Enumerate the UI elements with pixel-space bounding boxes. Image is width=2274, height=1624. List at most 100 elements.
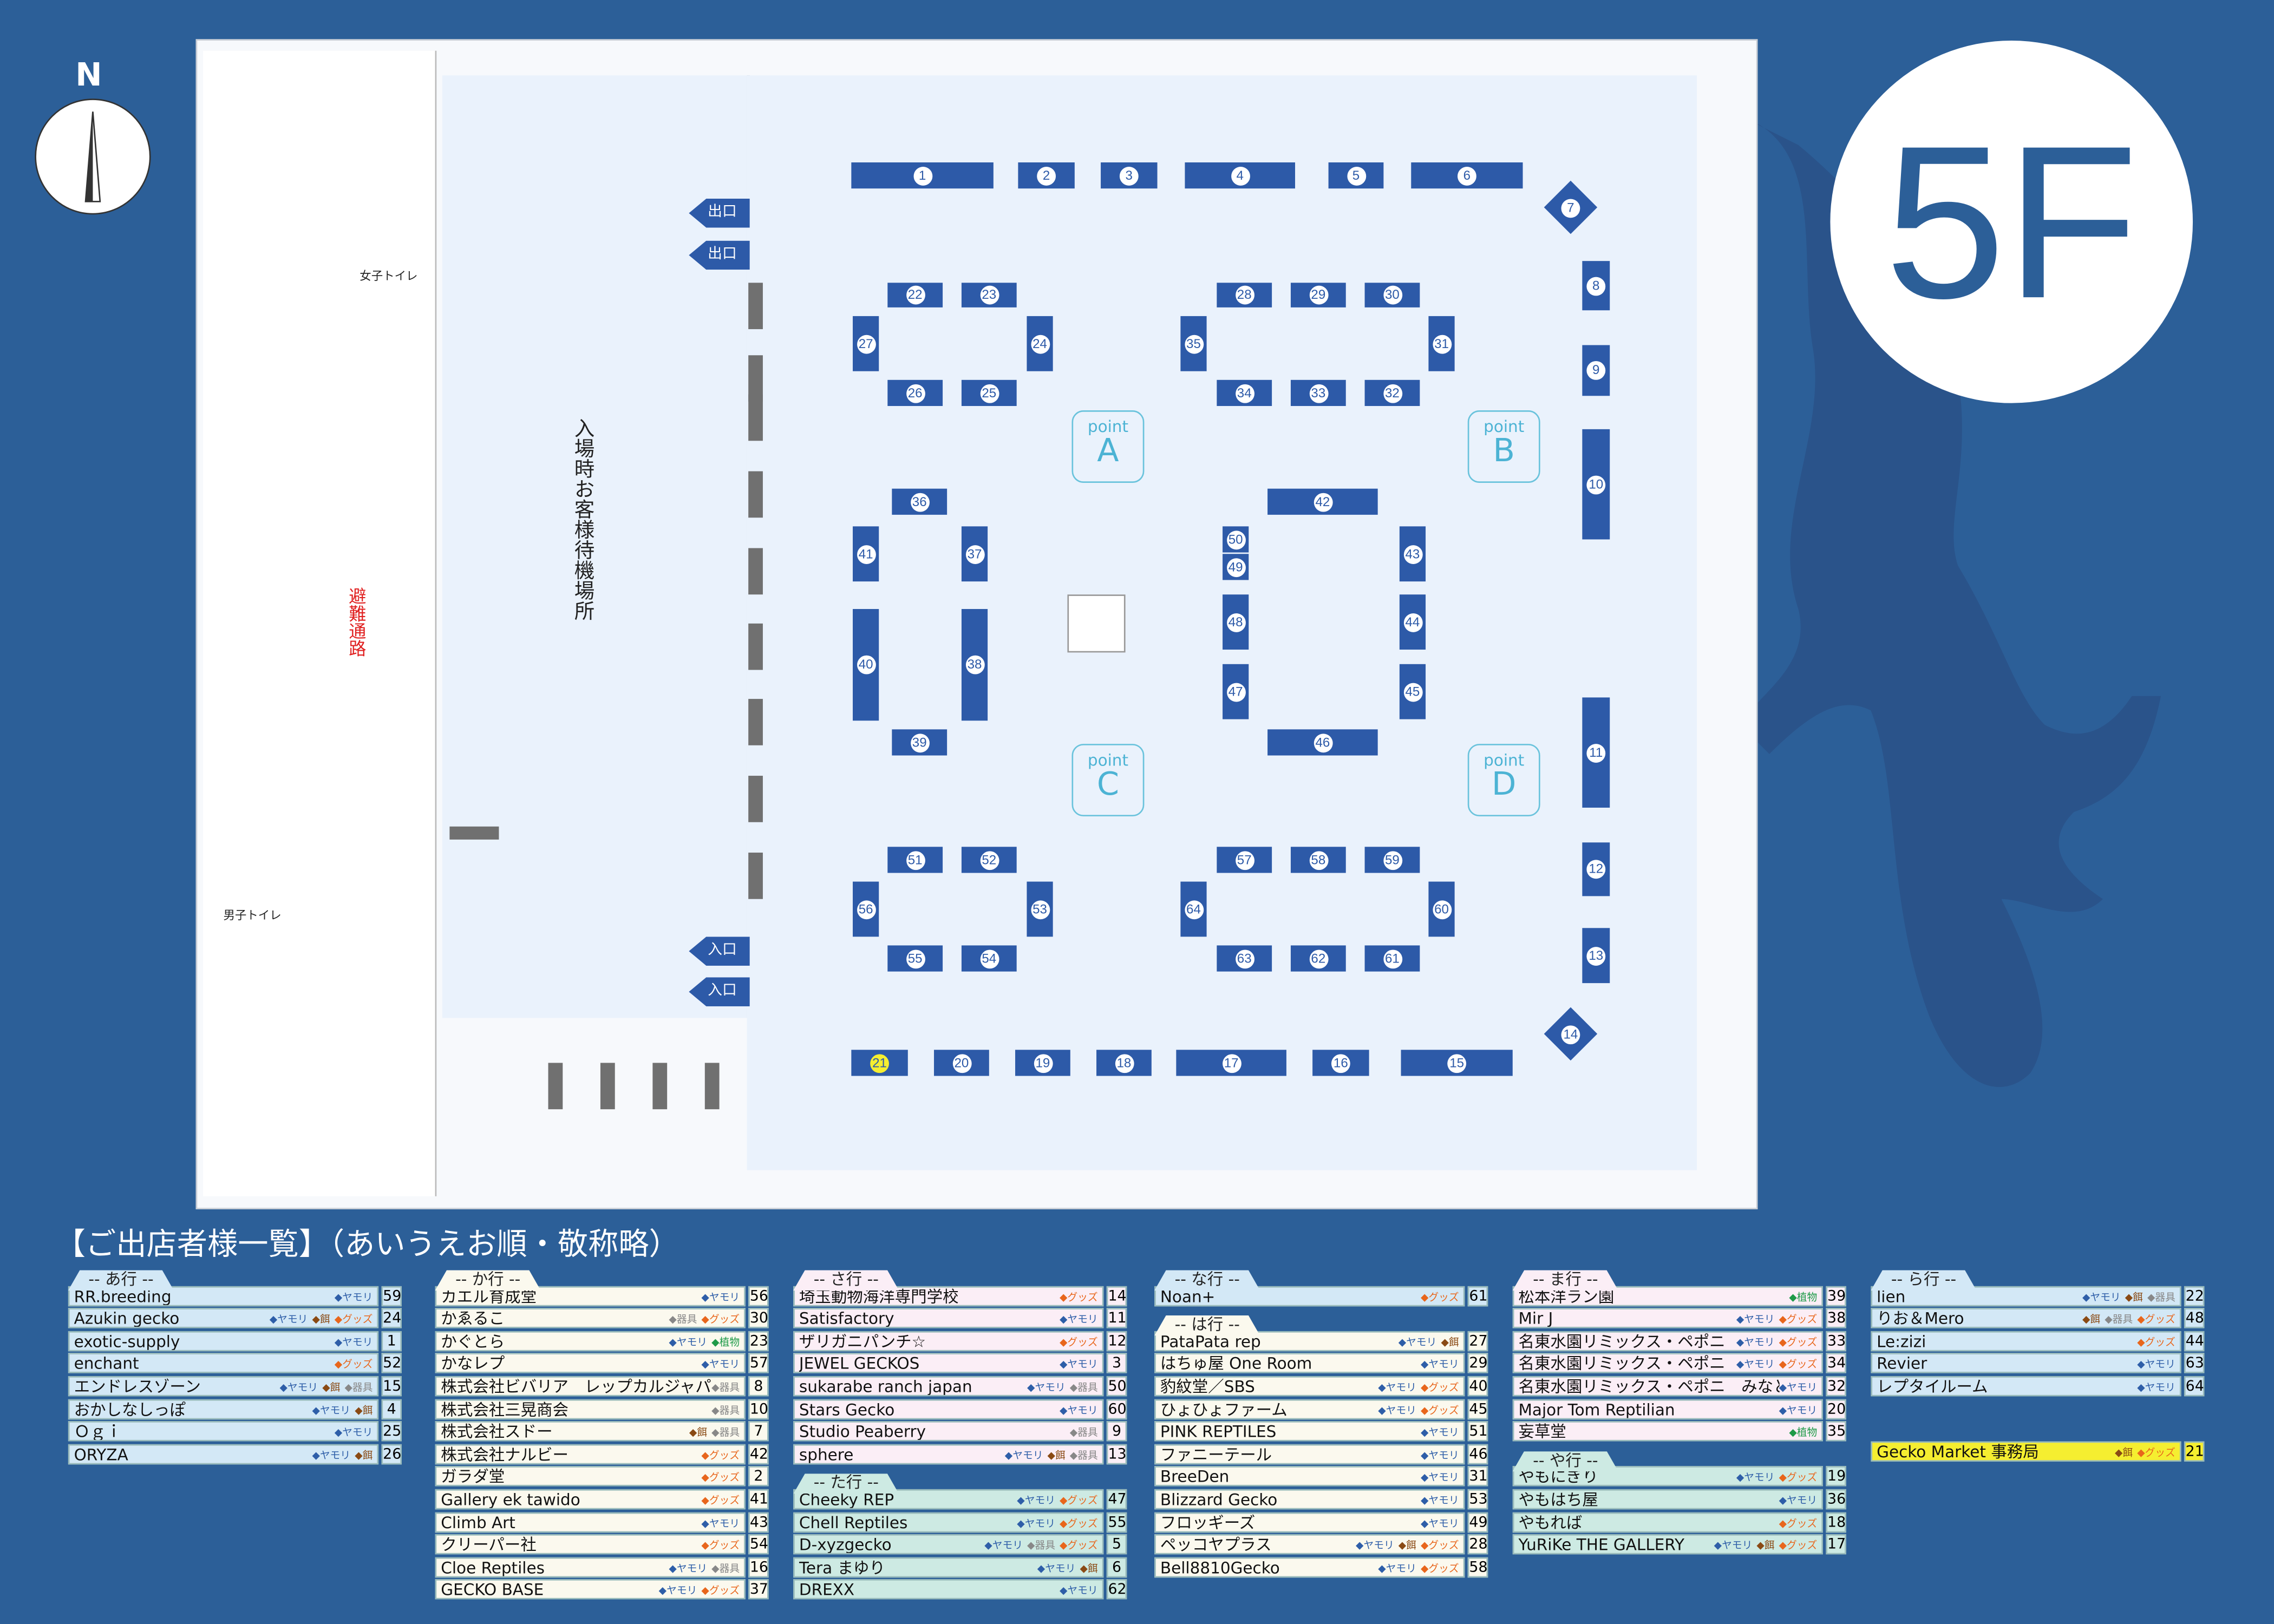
booth-31[interactable]: 31 <box>1428 316 1455 371</box>
booth-10[interactable]: 10 <box>1582 429 1610 540</box>
booth-16[interactable]: 16 <box>1312 1050 1369 1076</box>
booth-9[interactable]: 9 <box>1582 345 1610 396</box>
booth-8[interactable]: 8 <box>1582 261 1610 311</box>
booth-62[interactable]: 62 <box>1290 945 1346 972</box>
booth-52[interactable]: 52 <box>961 847 1017 873</box>
booth-56[interactable]: 56 <box>853 881 879 937</box>
booth-46[interactable]: 46 <box>1267 729 1378 756</box>
booth-51[interactable]: 51 <box>887 847 943 873</box>
booth-42[interactable]: 42 <box>1267 488 1378 515</box>
booth-45[interactable]: 45 <box>1399 664 1426 719</box>
booth-43[interactable]: 43 <box>1399 526 1426 582</box>
booth-20[interactable]: 20 <box>934 1050 989 1076</box>
booth-15[interactable]: 15 <box>1401 1050 1513 1076</box>
booth-30[interactable]: 30 <box>1364 283 1420 307</box>
booth-40[interactable]: 40 <box>853 609 879 721</box>
booth-55[interactable]: 55 <box>887 945 943 972</box>
booth-17[interactable]: 17 <box>1176 1050 1286 1076</box>
booth-13[interactable]: 13 <box>1582 928 1610 984</box>
booth-48[interactable]: 48 <box>1223 594 1249 650</box>
booth-12[interactable]: 12 <box>1582 842 1610 896</box>
booth-3[interactable]: 3 <box>1101 162 1158 189</box>
booth-59[interactable]: 59 <box>1364 847 1420 873</box>
booth-58[interactable]: 58 <box>1290 847 1346 873</box>
booth-27[interactable]: 27 <box>853 316 879 371</box>
booth-22[interactable]: 22 <box>887 283 943 307</box>
booth-57[interactable]: 57 <box>1217 847 1272 873</box>
booth-23[interactable]: 23 <box>961 283 1017 307</box>
booth-29[interactable]: 29 <box>1290 283 1346 307</box>
booth-28[interactable]: 28 <box>1217 283 1272 307</box>
booth-50[interactable]: 50 <box>1223 526 1249 553</box>
booth-32[interactable]: 32 <box>1364 379 1420 407</box>
booth-34[interactable]: 34 <box>1217 379 1272 407</box>
booth-39[interactable]: 39 <box>892 729 948 756</box>
booth-6[interactable]: 6 <box>1411 162 1523 189</box>
booth-24[interactable]: 24 <box>1027 316 1053 371</box>
booth-2[interactable]: 2 <box>1018 162 1075 189</box>
booth-35[interactable]: 35 <box>1180 316 1207 371</box>
booth-1[interactable]: 1 <box>851 162 994 189</box>
booth-44[interactable]: 44 <box>1399 594 1426 650</box>
booth-61[interactable]: 61 <box>1364 945 1420 972</box>
booth-25[interactable]: 25 <box>961 379 1017 407</box>
booth-41[interactable]: 41 <box>853 526 879 582</box>
booth-26[interactable]: 26 <box>887 379 943 407</box>
booth-53[interactable]: 53 <box>1027 881 1053 937</box>
booth-36[interactable]: 36 <box>892 488 948 515</box>
booth-33[interactable]: 33 <box>1290 379 1346 407</box>
booth-21[interactable]: 21 <box>851 1050 908 1076</box>
booth-4[interactable]: 4 <box>1185 162 1295 189</box>
booth-60[interactable]: 60 <box>1428 881 1455 937</box>
